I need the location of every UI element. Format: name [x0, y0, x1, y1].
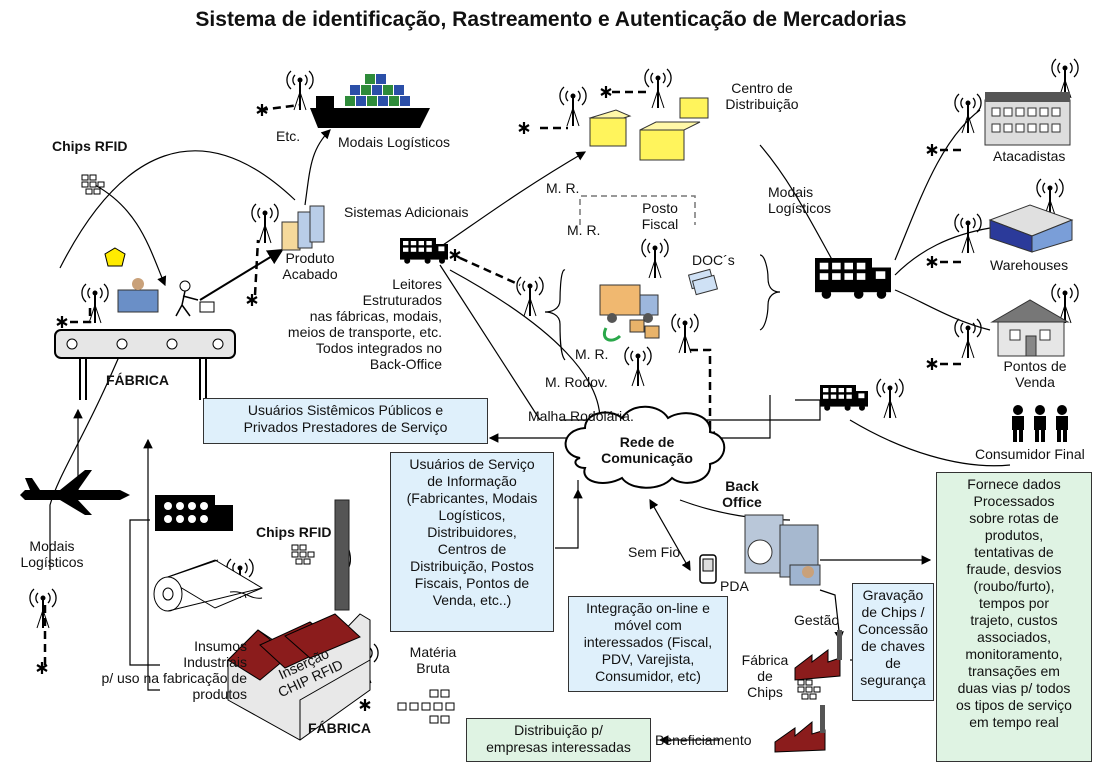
chip-factory-icon [794, 630, 842, 681]
label-leitores: Leitores Estruturados nas fábricas, moda… [287, 276, 442, 372]
label-pontos-venda: Pontos de Venda [1003, 358, 1067, 390]
label-malha-rodoviaria: Malha Rodoiária. [528, 408, 634, 424]
label-rede-comunicacao: Rede de Comunicação [601, 434, 693, 466]
factory-building-icon [227, 499, 371, 741]
label-sistemas-adicionais: Sistemas Adicionais [344, 204, 469, 220]
page-title: Sistema de identificação, Rastreamento e… [195, 8, 907, 31]
label-back-office: Back Office [722, 478, 762, 510]
label-etc: Etc. [276, 128, 301, 144]
label-insumos: Insumos Industriais p/ uso na fabricação… [101, 638, 247, 702]
label-gestao: Gestão [794, 612, 840, 628]
paper-roll-icon [153, 559, 264, 612]
label-mr-2: M. R. [567, 222, 601, 238]
wholesale-building-icon [984, 92, 1071, 146]
ship-icon [310, 74, 430, 128]
warehouse-building-icon [988, 204, 1074, 253]
truck-bottom-icon [155, 495, 233, 531]
label-consumidor-final: Consumidor Final [975, 446, 1085, 462]
label-chips-rfid-bottom: Chips RFID [256, 524, 332, 540]
label-fabrica-top: FÁBRICA [106, 372, 169, 388]
label-docs: DOC´s [692, 252, 735, 268]
label-modais-logisticos-ship: Modais Logísticos [338, 134, 451, 150]
label-posto-fiscal: Posto Fiscal [641, 200, 679, 232]
network-cloud [564, 405, 726, 489]
back-office-servers-icon [744, 514, 821, 586]
label-produto-acabado: Produto Acabado [282, 250, 338, 282]
airplane-icon [20, 470, 130, 515]
label-materia-bruta: Matéria Bruta [409, 644, 457, 676]
label-mr-3: M. R. [575, 346, 609, 362]
workers-icon [117, 278, 215, 317]
box-usuarios-sistemicos: Usuários Sistêmicos Públicos e Privados … [203, 398, 488, 444]
consumers-icon [1012, 405, 1068, 442]
box-integracao: Integração on-line e móvel com interessa… [568, 596, 728, 692]
label-centro-distribuicao: Centro de Distribuição [725, 80, 799, 112]
label-modais-logisticos-right: Modais Logísticos [768, 184, 832, 216]
label-mr-1: M. R. [546, 180, 580, 196]
label-fabrica-bottom: FÁBRICA [308, 720, 371, 736]
beneficiamento-factory-icon [774, 705, 826, 753]
label-beneficiamento: Beneficiamento [655, 732, 752, 748]
label-fabrica-chips: Fábrica de Chips [741, 652, 789, 700]
box-gravacao-chips: Gravação de Chips / Concessão de chaves … [852, 583, 934, 701]
label-warehouses: Warehouses [990, 257, 1069, 273]
pda-icon [699, 554, 717, 584]
conveyor-icon [54, 329, 236, 400]
box-distribuicao: Distribuição p/ empresas interessadas [466, 718, 651, 762]
box-fornece-dados: Fornece dados Processados sobre rotas de… [936, 472, 1092, 762]
product-boxes-icon [281, 205, 325, 251]
label-pda: PDA [720, 578, 749, 594]
label-m-rodov: M. Rodov. [545, 374, 608, 390]
label-chips-rfid-top: Chips RFID [52, 138, 128, 154]
distribution-boxes-icon [588, 97, 709, 161]
documents-icon [687, 268, 719, 296]
delivery-truck-icon [599, 284, 660, 342]
label-atacadistas: Atacadistas [993, 148, 1066, 164]
box-usuarios-servico: Usuários de Serviço de Informação (Fabri… [390, 452, 554, 632]
label-sem-fio: Sem Fio [628, 544, 681, 560]
label-modais-logisticos-left: Modais Logísticos [20, 538, 84, 570]
store-building-icon [990, 299, 1070, 357]
